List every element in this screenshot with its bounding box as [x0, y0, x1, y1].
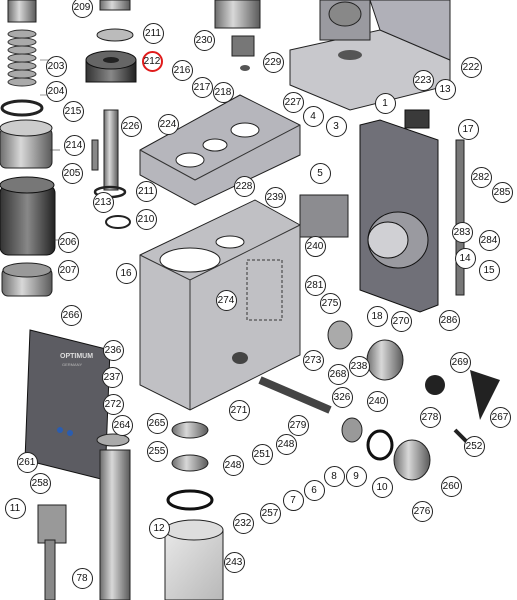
- part-callout-6[interactable]: 6: [303, 479, 325, 501]
- part-callout-217[interactable]: 217: [191, 76, 213, 98]
- pulley-hub: [85, 0, 137, 229]
- part-callout-228[interactable]: 228: [233, 175, 255, 197]
- part-callout-10[interactable]: 10: [371, 476, 393, 498]
- part-callout-252[interactable]: 252: [463, 435, 485, 457]
- spring-stack: [0, 0, 56, 297]
- part-callout-232[interactable]: 232: [232, 512, 254, 534]
- part-callout-273[interactable]: 273: [302, 349, 324, 371]
- part-callout-226[interactable]: 226: [120, 115, 142, 137]
- part-callout-243[interactable]: 243: [223, 551, 245, 573]
- part-callout-205[interactable]: 205: [61, 162, 83, 184]
- part-callout-265[interactable]: 265: [146, 412, 168, 434]
- part-callout-1[interactable]: 1: [374, 92, 396, 114]
- part-callout-279[interactable]: 279: [287, 414, 309, 436]
- part-callout-240[interactable]: 240: [304, 235, 326, 257]
- part-callout-271[interactable]: 271: [228, 399, 250, 421]
- part-callout-257[interactable]: 257: [259, 502, 281, 524]
- part-callout-268[interactable]: 268: [327, 363, 349, 385]
- panel-brand-text: OPTIMUM: [60, 353, 93, 360]
- part-callout-3[interactable]: 3: [325, 115, 347, 137]
- part-callout-264[interactable]: 264: [111, 414, 133, 436]
- control-panel: OPTIMUM GERMANY: [24, 329, 111, 481]
- part-callout-261[interactable]: 261: [16, 451, 38, 473]
- part-callout-227[interactable]: 227: [282, 91, 304, 113]
- part-callout-282[interactable]: 282: [470, 166, 492, 188]
- part-callout-13[interactable]: 13: [434, 78, 456, 100]
- part-callout-266[interactable]: 266: [60, 304, 82, 326]
- part-callout-284[interactable]: 284: [478, 229, 500, 251]
- part-callout-212[interactable]: 212: [141, 50, 163, 72]
- part-callout-17[interactable]: 17: [457, 118, 479, 140]
- part-callout-211[interactable]: 211: [135, 180, 157, 202]
- handwheel-parts: [258, 320, 500, 481]
- part-callout-7[interactable]: 7: [282, 489, 304, 511]
- part-callout-239[interactable]: 239: [264, 186, 286, 208]
- part-callout-8[interactable]: 8: [323, 465, 345, 487]
- part-callout-278[interactable]: 278: [419, 406, 441, 428]
- part-callout-248[interactable]: 248: [222, 454, 244, 476]
- part-callout-78[interactable]: 78: [71, 567, 93, 589]
- part-callout-248[interactable]: 248: [275, 433, 297, 455]
- part-callout-270[interactable]: 270: [390, 310, 412, 332]
- part-callout-210[interactable]: 210: [135, 208, 157, 230]
- part-callout-223[interactable]: 223: [412, 69, 434, 91]
- part-callout-238[interactable]: 238: [348, 355, 370, 377]
- part-callout-283[interactable]: 283: [451, 221, 473, 243]
- part-callout-204[interactable]: 204: [45, 80, 67, 102]
- part-callout-276[interactable]: 276: [411, 500, 433, 522]
- part-callout-222[interactable]: 222: [460, 56, 482, 78]
- part-callout-237[interactable]: 237: [101, 366, 123, 388]
- part-callout-216[interactable]: 216: [171, 59, 193, 81]
- part-callout-255[interactable]: 255: [146, 440, 168, 462]
- part-callout-214[interactable]: 214: [63, 134, 85, 156]
- part-callout-206[interactable]: 206: [57, 231, 79, 253]
- part-callout-274[interactable]: 274: [215, 289, 237, 311]
- part-callout-5[interactable]: 5: [309, 162, 331, 184]
- part-callout-275[interactable]: 275: [319, 292, 341, 314]
- part-callout-260[interactable]: 260: [440, 475, 462, 497]
- part-callout-269[interactable]: 269: [449, 351, 471, 373]
- part-callout-229[interactable]: 229: [262, 51, 284, 73]
- part-callout-215[interactable]: 215: [62, 100, 84, 122]
- part-callout-213[interactable]: 213: [92, 191, 114, 213]
- part-callout-285[interactable]: 285: [491, 181, 513, 203]
- column-body: [299, 109, 465, 313]
- part-callout-272[interactable]: 272: [102, 393, 124, 415]
- part-callout-230[interactable]: 230: [193, 29, 215, 51]
- spindle-assembly: [37, 421, 224, 600]
- part-callout-267[interactable]: 267: [489, 406, 511, 428]
- part-callout-251[interactable]: 251: [251, 443, 273, 465]
- part-callout-11[interactable]: 11: [4, 497, 26, 519]
- part-callout-211[interactable]: 211: [142, 22, 164, 44]
- part-callout-4[interactable]: 4: [302, 105, 324, 127]
- part-callout-14[interactable]: 14: [454, 247, 476, 269]
- part-callout-16[interactable]: 16: [115, 262, 137, 284]
- part-callout-12[interactable]: 12: [148, 517, 170, 539]
- part-callout-209[interactable]: 209: [71, 0, 93, 18]
- part-callout-281[interactable]: 281: [304, 274, 326, 296]
- part-callout-258[interactable]: 258: [29, 472, 51, 494]
- top-gear: [214, 0, 261, 71]
- part-callout-218[interactable]: 218: [212, 81, 234, 103]
- part-callout-203[interactable]: 203: [45, 55, 67, 77]
- part-callout-224[interactable]: 224: [157, 113, 179, 135]
- part-callout-286[interactable]: 286: [438, 309, 460, 331]
- part-callout-15[interactable]: 15: [478, 259, 500, 281]
- part-callout-236[interactable]: 236: [102, 339, 124, 361]
- part-callout-18[interactable]: 18: [366, 305, 388, 327]
- head-casting: [289, 0, 451, 111]
- part-callout-240[interactable]: 240: [366, 390, 388, 412]
- part-callout-207[interactable]: 207: [57, 259, 79, 281]
- cover-plate: [139, 94, 301, 206]
- part-callout-326[interactable]: 326: [331, 386, 353, 408]
- part-callout-9[interactable]: 9: [345, 465, 367, 487]
- panel-sub-text: GERMANY: [62, 362, 83, 367]
